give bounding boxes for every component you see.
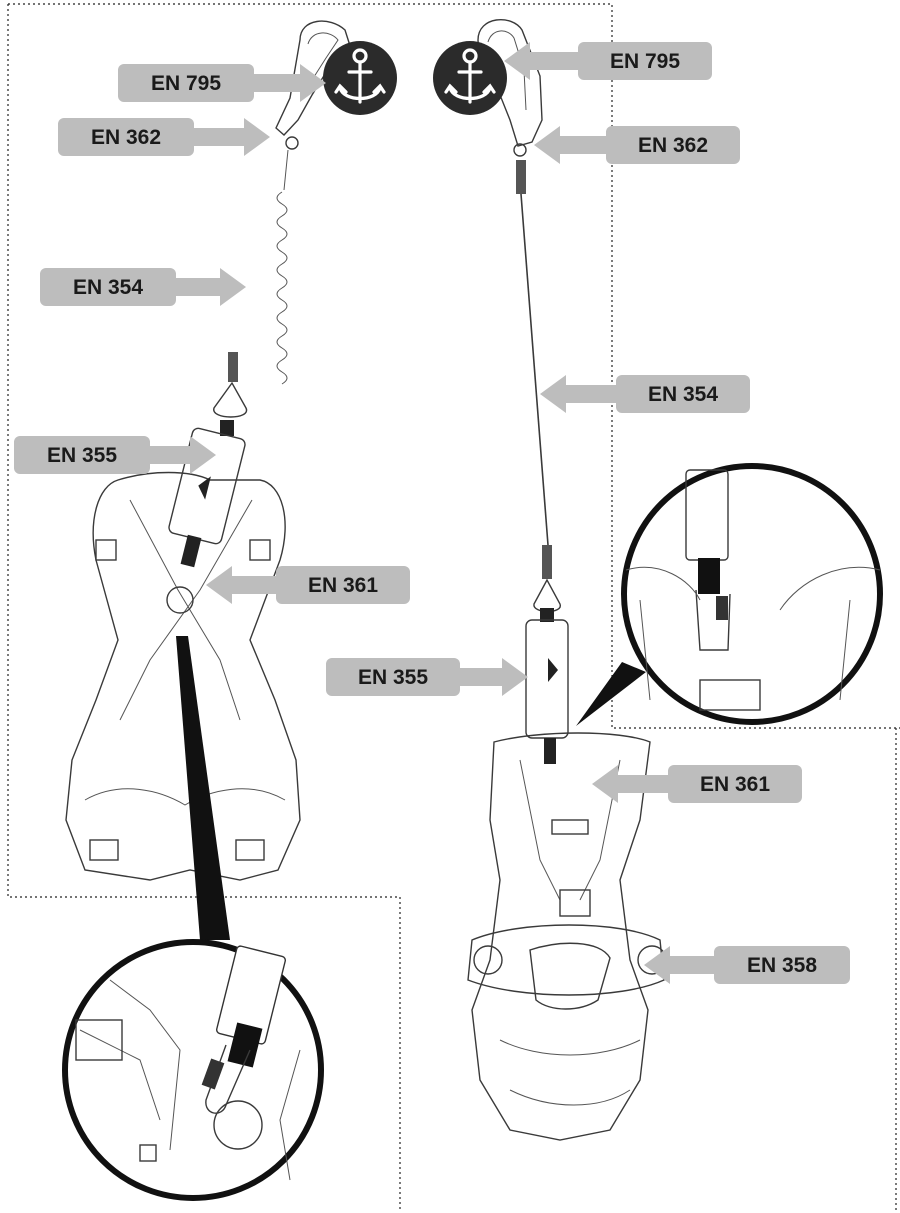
label-en795-right: EN 795 bbox=[610, 50, 680, 73]
left-panel-border bbox=[7, 3, 900, 1210]
label-en361-left: EN 361 bbox=[308, 574, 378, 597]
tag-right-en361: EN 361 bbox=[592, 765, 802, 803]
brand-logo-right bbox=[548, 658, 558, 682]
right-detail-zoom bbox=[625, 469, 881, 711]
label-en358-right: EN 358 bbox=[747, 954, 817, 977]
anchor-icon bbox=[334, 48, 386, 104]
label-en354-left: EN 354 bbox=[73, 276, 143, 299]
label-en355-left: EN 355 bbox=[47, 444, 117, 467]
left-lanyard-system bbox=[62, 20, 353, 1201]
anchor-icon bbox=[444, 48, 496, 104]
label-en795-left: EN 795 bbox=[151, 72, 221, 95]
label-en355-right: EN 355 bbox=[358, 666, 428, 689]
tag-right-en362: EN 362 bbox=[534, 126, 740, 164]
tag-left-en362: EN 362 bbox=[58, 118, 270, 156]
tag-left-en355: EN 355 bbox=[14, 436, 216, 474]
label-en362-left: EN 362 bbox=[91, 126, 161, 149]
label-en354-right: EN 354 bbox=[648, 383, 718, 406]
brand-logo-left bbox=[198, 476, 211, 500]
tag-right-en355: EN 355 bbox=[326, 658, 528, 696]
tag-left-en795: EN 795 bbox=[118, 64, 326, 102]
left-detail-zoom bbox=[75, 945, 301, 1181]
tag-right-en354: EN 354 bbox=[540, 375, 750, 413]
tag-right-en795: EN 795 bbox=[504, 42, 712, 80]
tag-right-en358: EN 358 bbox=[644, 946, 850, 984]
right-anchor-badge bbox=[433, 41, 507, 115]
label-en361-right: EN 361 bbox=[700, 773, 770, 796]
left-anchor-badge bbox=[323, 41, 397, 115]
tag-left-en361: EN 361 bbox=[206, 566, 410, 604]
tag-left-en354: EN 354 bbox=[40, 268, 246, 306]
right-lanyard-system bbox=[467, 18, 883, 1141]
label-en362-right: EN 362 bbox=[638, 134, 708, 157]
